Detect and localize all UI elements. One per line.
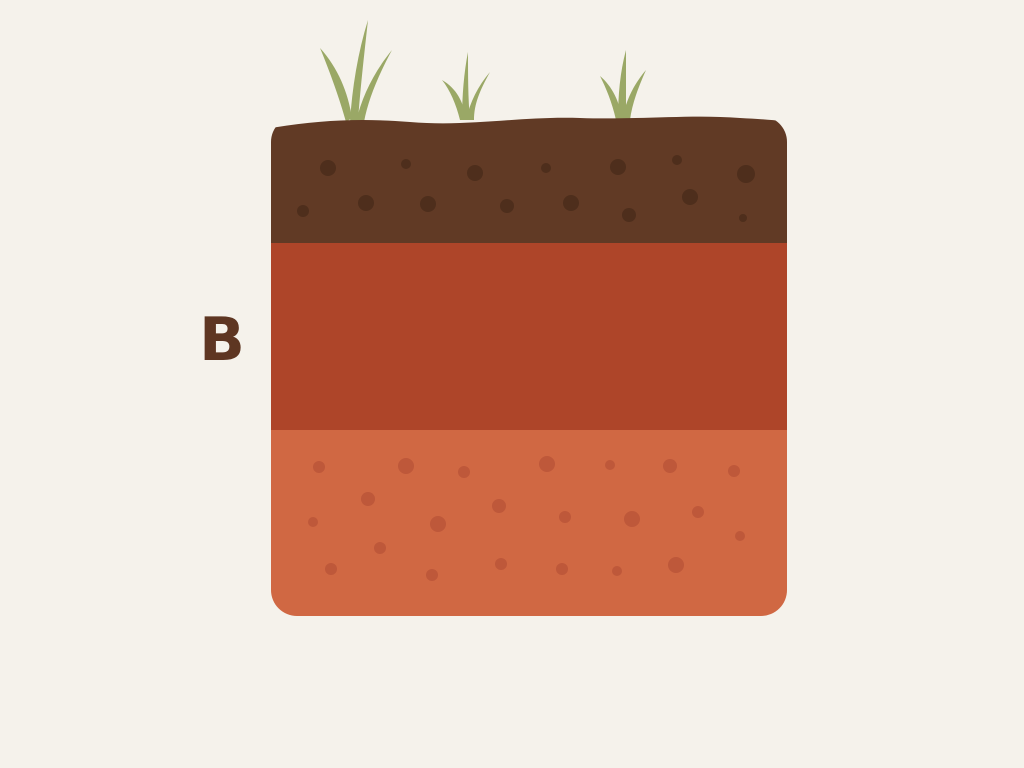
grass-tuft-middle <box>442 52 490 120</box>
parent-material-layer <box>271 430 787 616</box>
grass-tuft-left <box>320 20 392 122</box>
horizon-label: B <box>199 305 245 375</box>
parent-material-specks <box>308 456 745 581</box>
topsoil-layer <box>271 116 787 244</box>
grass-tuft-right <box>600 50 646 120</box>
subsoil-layer <box>271 243 787 431</box>
topsoil-specks <box>297 155 755 222</box>
